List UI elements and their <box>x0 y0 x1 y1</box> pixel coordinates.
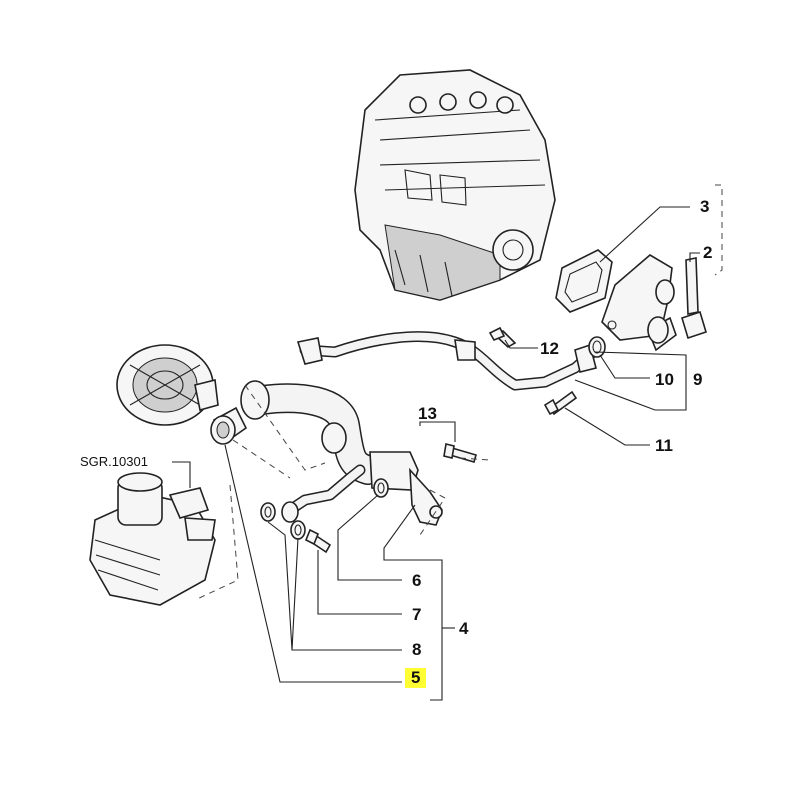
label-part-2: 2 <box>703 243 713 262</box>
label-part-4: 4 <box>459 619 469 638</box>
label-part-12: 12 <box>540 339 559 358</box>
bypass-hose <box>296 331 597 391</box>
o-ring-part-10 <box>588 336 606 358</box>
o-ring-part-8b <box>290 520 306 540</box>
label-part-13: 13 <box>418 404 437 423</box>
o-ring-part-6 <box>373 478 389 498</box>
label-part-7: 7 <box>412 605 422 624</box>
o-ring-part-8a <box>260 502 276 522</box>
assembly-dash-lines <box>194 184 723 601</box>
oil-cooler-assembly <box>89 472 216 606</box>
sensor-part-2 <box>681 257 707 340</box>
thermostat-housing <box>601 254 677 352</box>
water-pump <box>116 344 219 426</box>
hose-outlet-part-5 <box>210 406 248 445</box>
bolt-part-11 <box>543 390 578 416</box>
label-part-5-highlighted: 5 <box>405 668 427 688</box>
leader-lines <box>172 206 700 701</box>
label-part-10: 10 <box>655 370 674 389</box>
label-part-3: 3 <box>700 197 710 216</box>
bolt-part-13 <box>443 443 477 463</box>
label-reference-sgr: SGR.10301 <box>80 454 148 469</box>
engine-block <box>354 69 556 301</box>
gasket-part-3 <box>555 249 613 313</box>
label-part-9: 9 <box>693 370 703 389</box>
label-part-11: 11 <box>655 436 673 455</box>
label-part-6: 6 <box>412 571 422 590</box>
bolt-part-12 <box>488 326 517 348</box>
label-part-8: 8 <box>412 640 422 659</box>
bolt-part-7 <box>304 528 332 554</box>
